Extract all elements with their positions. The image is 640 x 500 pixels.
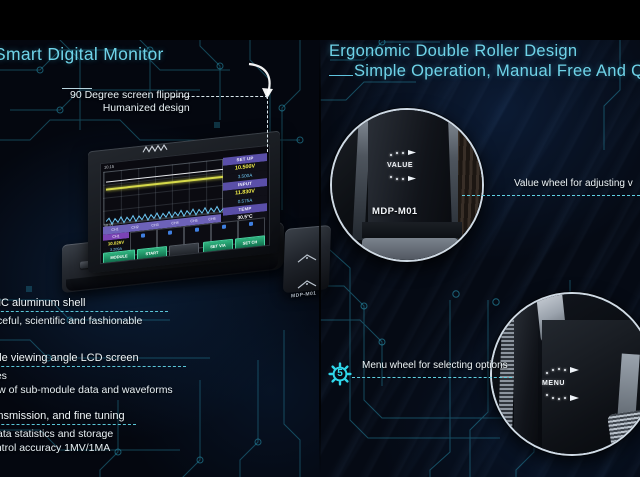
- menu-wheel-arrow-down-icon: [570, 395, 579, 401]
- rotation-arrow-icon: [248, 62, 273, 99]
- waveform-trace-yellow: [106, 175, 224, 191]
- feature-2-sub-line2: e view of sub-module data and waveforms: [0, 384, 173, 396]
- feature-1-sub: , graceful, scientific and fashionable: [0, 315, 143, 327]
- left-panel-heading: Smart Digital Monitor: [0, 44, 164, 64]
- flip-callout-dash-vertical: [267, 96, 268, 152]
- menu-wheel-badge-number: 5: [337, 368, 343, 379]
- value-wheel-callout: Value wheel for adjusting v: [514, 178, 633, 189]
- flip-callout: 90 Degree screen flipping Humanized desi…: [70, 89, 190, 115]
- gear-icon: [328, 362, 352, 386]
- value-wheel-callout-rule: [462, 195, 640, 196]
- feature-block-3: s transmission, and fine tuning for data…: [0, 410, 136, 455]
- right-panel: Ergonomic Double Roller Design Simple Op…: [320, 0, 640, 500]
- letterbox-bottom: [0, 477, 640, 500]
- right-heading-dash: [329, 75, 353, 76]
- menu-wheel-callout: Menu wheel for selecting options: [362, 360, 508, 371]
- flip-callout-line2: Humanized design: [102, 102, 190, 114]
- value-wheel-arrow-down-icon: [408, 176, 416, 181]
- waveform-trace-white: [106, 168, 224, 183]
- right-panel-heading-line1: Ergonomic Double Roller Design: [329, 42, 578, 60]
- feature-block-2: n wide viewing angle LCD screen ictures …: [0, 352, 186, 397]
- menu-wheel-inset-photo: MENU: [490, 292, 640, 456]
- inset-model-label: MDP-M01: [372, 206, 418, 217]
- letterbox-top: [0, 0, 640, 40]
- value-wheel-label: VALUE: [387, 162, 414, 169]
- feature-2-rule: [0, 366, 186, 367]
- value-wheel-arrow-up-icon: [408, 150, 416, 155]
- feature-2-sub-line1: ictures: [0, 370, 7, 382]
- feature-1-headline: n CNC aluminum shell: [0, 297, 86, 309]
- device-photo: 10.15 4.333V 10.1V SET UP 10.500V 3.500A…: [56, 130, 332, 300]
- feature-3-rule: [0, 424, 136, 425]
- feature-3-headline: s transmission, and fine tuning: [0, 410, 125, 422]
- flip-callout-dash-horizontal: [172, 96, 268, 97]
- feature-2-headline: n wide viewing angle LCD screen: [0, 352, 139, 364]
- right-panel-heading-line2: Simple Operation, Manual Free And Quick: [354, 62, 640, 80]
- panel-divider: [319, 40, 321, 477]
- screen-top-left-label: 10.15: [104, 163, 115, 170]
- feature-1-rule: [0, 311, 168, 312]
- device-lcd-screen: 10.15 4.333V 10.1V SET UP 10.500V 3.500A…: [100, 144, 270, 265]
- flip-callout-leader: [62, 88, 92, 89]
- value-wheel-inset-photo: VALUE MDP-M01: [330, 108, 484, 262]
- menu-wheel-label: MENU: [542, 380, 566, 387]
- menu-wheel-callout-rule: [352, 377, 512, 378]
- feature-3-sub-line1: for data statistics and storage: [0, 428, 114, 440]
- flip-callout-line1: 90 Degree screen flipping: [70, 89, 190, 101]
- feature-block-1: n CNC aluminum shell , graceful, scienti…: [0, 297, 168, 328]
- menu-wheel-arrow-up-icon: [570, 367, 579, 373]
- feature-3-sub-line2: n control accuracy 1MV/1MA: [0, 442, 111, 454]
